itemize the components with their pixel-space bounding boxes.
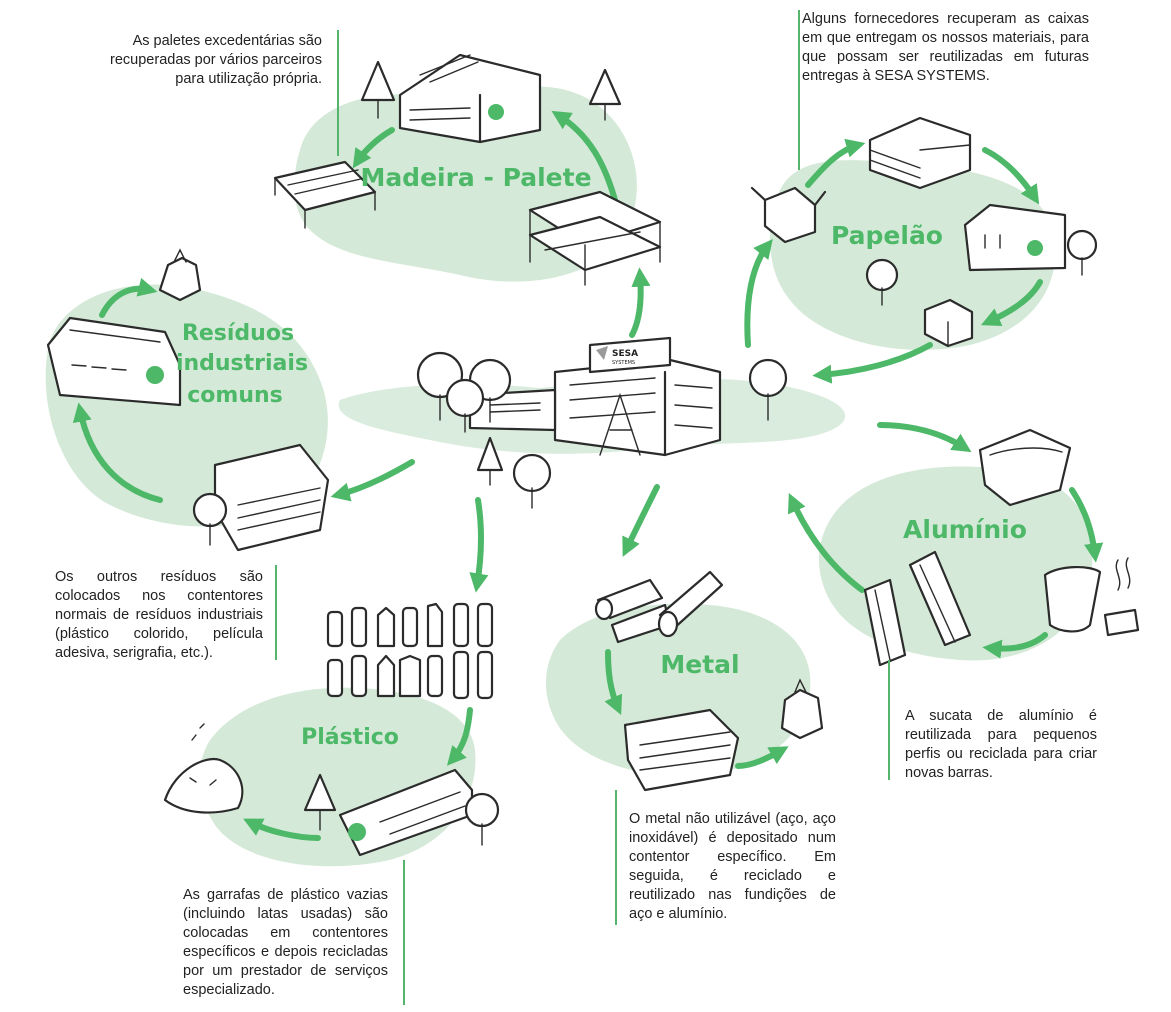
sesa-logo-text: SESA <box>612 349 638 359</box>
madeira-note: As paletes excedentárias são recuperadas… <box>110 33 322 87</box>
papelao-note-line <box>798 10 800 170</box>
metal-blob <box>545 603 811 776</box>
plastico-blob <box>199 687 476 867</box>
plastico-shredded-pile <box>163 723 244 814</box>
madeira-trees <box>360 60 622 121</box>
residuos-title-line-1: Resíduos <box>182 321 294 346</box>
aluminio-note: A sucata de alumínio é reutilizada para … <box>905 708 1097 781</box>
flow-arrows <box>72 110 1104 841</box>
metal-title: Metal <box>660 650 739 679</box>
papelao-blob <box>769 160 1056 350</box>
hub-trees <box>416 351 788 509</box>
aluminio-note-line <box>888 660 890 780</box>
residuos-note-line <box>275 565 277 660</box>
aluminio-title: Alumínio <box>903 515 1027 544</box>
madeira-pallet-stack <box>528 190 662 286</box>
aluminio-crucible <box>1043 557 1140 637</box>
residuos-title-line-3: comuns <box>187 383 283 408</box>
sesa-headquarters: SESA SYSTEMS <box>468 336 722 457</box>
aluminio-container <box>978 428 1072 507</box>
metal-bag <box>780 678 824 740</box>
plastico-note: As garrafas de plástico vazias (incluind… <box>183 887 388 998</box>
plastico-note-line <box>403 860 405 1005</box>
papelao-note: Alguns fornecedores recuperam as caixas … <box>802 11 1089 84</box>
papelao-small-box <box>923 298 974 348</box>
metal-profiles <box>594 570 724 644</box>
metal-note: O metal não utilizável (aço, aço inoxidá… <box>629 811 836 922</box>
plastico-bottles <box>326 602 494 700</box>
madeira-note-line <box>337 30 339 156</box>
papelao-factory <box>963 203 1098 276</box>
madeira-factory <box>398 53 542 144</box>
residuos-factory <box>46 316 182 407</box>
metal-note-line <box>615 790 617 925</box>
papelao-tree <box>865 258 899 306</box>
metal-container <box>623 708 740 792</box>
residuos-note: Os outros resíduos são colocados nos con… <box>55 569 263 661</box>
residuos-title-line-2: industriais <box>176 351 308 376</box>
papelao-stack <box>868 116 972 190</box>
papelao-title: Papelão <box>831 221 943 250</box>
aluminio-profiles <box>863 550 972 667</box>
madeira-title: Madeira - Palete <box>360 163 591 192</box>
madeira-pallet-left <box>273 160 377 229</box>
papelao-open-box <box>750 186 827 244</box>
plastico-title: Plástico <box>301 725 399 750</box>
plastico-factory <box>303 768 500 857</box>
sesa-logo-subtext: SYSTEMS <box>612 360 635 366</box>
residuos-bag <box>158 248 202 302</box>
residuos-container <box>192 443 330 552</box>
